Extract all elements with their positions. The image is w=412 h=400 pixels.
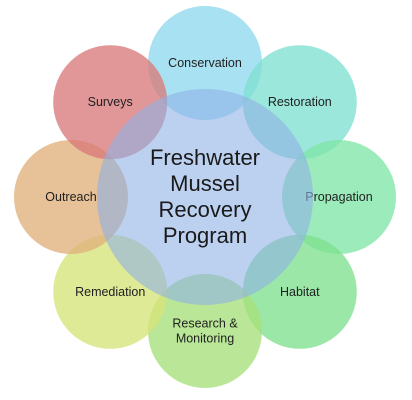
center-label-line: Program xyxy=(163,223,247,248)
satellite-label: Remediation xyxy=(75,285,145,299)
satellite-label: Habitat xyxy=(280,285,320,299)
satellite-label: Research & xyxy=(172,317,238,331)
satellite-circle xyxy=(148,274,262,388)
satellite-label: Restoration xyxy=(268,95,332,109)
satellite-label: Surveys xyxy=(88,95,133,109)
satellite-propagation: Propagation xyxy=(282,140,396,254)
satellite-outreach: Outreach xyxy=(14,140,128,254)
satellite-circle xyxy=(14,140,128,254)
satellite-label: Outreach xyxy=(45,190,96,204)
center-label-line: Recovery xyxy=(159,197,252,222)
center-label-line: Mussel xyxy=(170,171,240,196)
satellite-circle xyxy=(282,140,396,254)
satellite-label: Conservation xyxy=(168,56,242,70)
satellite-research-monitoring: Research &Monitoring xyxy=(148,274,262,388)
satellite-label: Monitoring xyxy=(176,332,234,346)
center-circle xyxy=(97,89,313,305)
satellite-label: Propagation xyxy=(305,190,372,204)
satellite-circle xyxy=(148,6,262,120)
center-label-line: Freshwater xyxy=(150,145,260,170)
satellite-conservation: Conservation xyxy=(148,6,262,120)
